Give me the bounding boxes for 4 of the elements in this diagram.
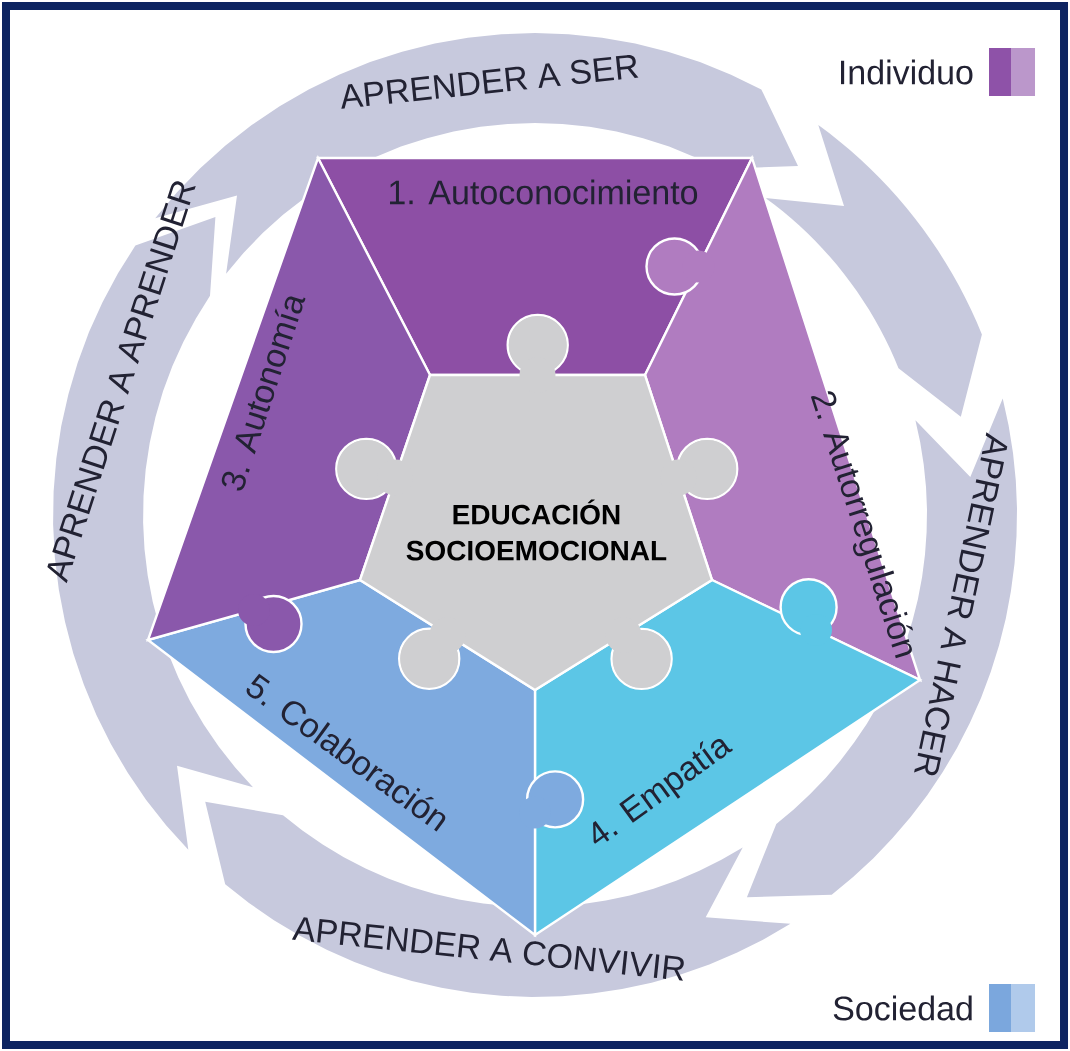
center-puzzle-piece: EDUCACIÓN SOCIOEMOCIONAL	[335, 313, 739, 692]
legend-label: Sociedad	[833, 995, 972, 1021]
cycle-segment	[765, 125, 982, 417]
legend-label: Individuo	[841, 59, 973, 85]
